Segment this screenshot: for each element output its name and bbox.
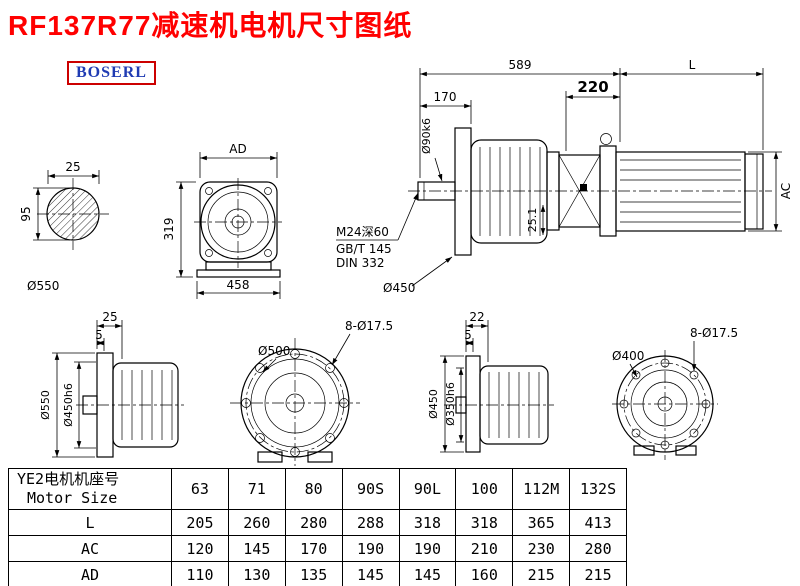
size-cell: 63	[171, 468, 229, 510]
dia-400-label: Ø400	[612, 349, 644, 363]
dim-25: 25	[65, 160, 80, 174]
dim-ad: AD	[229, 142, 246, 156]
brand-logo: BOSERL	[67, 61, 156, 85]
flange-gearbox-side-view-small: 22 5 Ø450 Ø350h6	[427, 310, 554, 453]
size-cell: 132S	[569, 468, 627, 510]
size-cell: 90S	[341, 468, 400, 510]
dim-L: L	[689, 58, 696, 72]
dim-5-b1: 5	[95, 328, 103, 342]
size-cell: 80	[284, 468, 343, 510]
value-cell: 170	[284, 535, 343, 562]
table-row-L: L 205 260 280 288 318 318 365 413	[8, 509, 627, 536]
bolt-holes-b2: 8-Ø17.5	[345, 319, 393, 333]
value-cell: 280	[284, 509, 343, 536]
dim-220: 220	[577, 78, 608, 96]
value-cell: 215	[512, 561, 571, 586]
motor-size-header-en: Motor Size	[27, 489, 118, 507]
table-header-row: YE2电机机座号 Motor Size 63 71 80 90S 90L 100…	[8, 468, 627, 510]
flange-dia-label: Ø450	[383, 281, 415, 295]
dim-5-b3: 5	[464, 328, 472, 342]
row-label: AC	[8, 535, 172, 562]
value-cell: 160	[455, 561, 514, 586]
dim-95: 95	[19, 206, 33, 221]
value-cell: 260	[227, 509, 286, 536]
value-cell: 288	[341, 509, 400, 536]
table-row-AD: AD 110 130 135 145 145 160 215 215	[8, 561, 627, 586]
dia-500-label: Ø500	[258, 344, 290, 358]
technical-drawing-canvas: 25 95 Ø550 AD	[19, 58, 793, 466]
value-cell: 318	[455, 509, 514, 536]
flange-gearbox-side-view-large: 25 5 Ø550 Ø450h6	[39, 310, 184, 458]
eyebolt-icon	[600, 133, 612, 145]
value-cell: 210	[455, 535, 514, 562]
value-cell: 280	[569, 535, 627, 562]
motor-dimension-table: YE2电机机座号 Motor Size 63 71 80 90S 90L 100…	[8, 468, 627, 586]
value-cell: 120	[171, 535, 229, 562]
dia-outer-b1: Ø550	[39, 390, 52, 420]
value-cell: 135	[284, 561, 343, 586]
dia-spigot-b3: Ø350h6	[444, 382, 457, 426]
dim-AC: AC	[779, 183, 793, 199]
value-cell: 145	[227, 535, 286, 562]
motor-size-header-cell: YE2电机机座号 Motor Size	[8, 468, 172, 510]
row-label: L	[8, 509, 172, 536]
standard-gbt: GB/T 145	[336, 242, 392, 256]
value-cell: 190	[398, 535, 457, 562]
size-cell: 112M	[512, 468, 571, 510]
value-cell: 145	[341, 561, 400, 586]
page-title: RF137R77减速机电机尺寸图纸	[8, 10, 413, 41]
bolt-holes-b4: 8-Ø17.5	[690, 326, 738, 340]
dim-25-b1: 25	[102, 310, 117, 324]
flange-front-view-small: 8-Ø17.5 Ø400	[612, 326, 738, 460]
row-label: AD	[8, 561, 172, 586]
dia-outer-b3: Ø450	[427, 389, 440, 419]
dim-22-b3: 22	[469, 310, 484, 324]
value-cell: 110	[171, 561, 229, 586]
dim-589: 589	[509, 58, 532, 72]
dia-550-label: Ø550	[27, 279, 59, 293]
dim-319: 319	[162, 218, 176, 241]
thread-spec: M24深60	[336, 225, 389, 239]
motor-size-header-cn: YE2电机机座号	[17, 470, 120, 488]
value-cell: 413	[569, 509, 627, 536]
dia-spigot-b1: Ø450h6	[62, 383, 75, 427]
value-cell: 145	[398, 561, 457, 586]
flange-front-view-large: 8-Ø17.5 Ø500	[230, 319, 393, 466]
standard-din: DIN 332	[336, 256, 384, 270]
value-cell: 230	[512, 535, 571, 562]
main-assembly-view: 589 L 170 220 AC Ø90k6 M24深60 GB/T 145 D…	[336, 58, 793, 295]
dim-170: 170	[434, 90, 457, 104]
size-cell: 90L	[398, 468, 457, 510]
value-cell: 190	[341, 535, 400, 562]
size-cell: 71	[227, 468, 286, 510]
value-cell: 318	[398, 509, 457, 536]
shaft-section-view: 25 95 Ø550	[19, 160, 109, 293]
size-cell: 100	[455, 468, 514, 510]
dim-25-1: 25.1	[526, 208, 539, 233]
gearbox-front-view: AD 319 458	[162, 142, 282, 299]
value-cell: 130	[227, 561, 286, 586]
value-cell: 365	[512, 509, 571, 536]
dim-458: 458	[227, 278, 250, 292]
shaft-dia-label: Ø90k6	[420, 118, 433, 154]
table-row-AC: AC 120 145 170 190 190 210 230 280	[8, 535, 627, 562]
value-cell: 205	[171, 509, 229, 536]
value-cell: 215	[569, 561, 627, 586]
breather-plug	[580, 184, 587, 191]
